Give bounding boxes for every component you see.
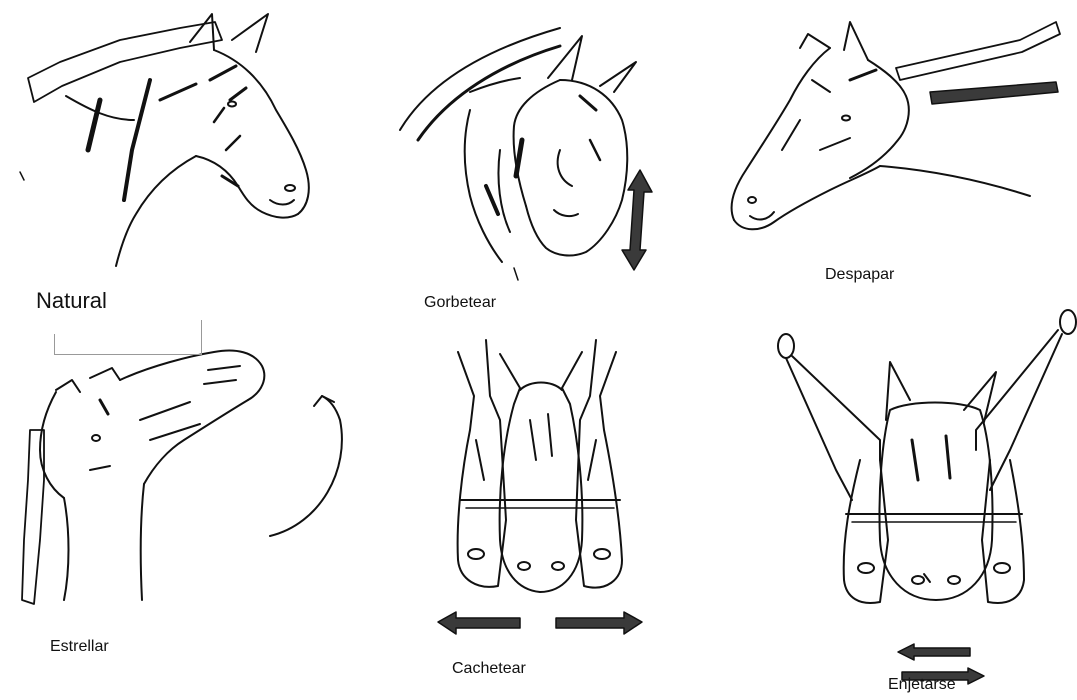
despapar-label: Despapar xyxy=(825,266,894,284)
gorbetear-label: Gorbetear xyxy=(424,294,496,312)
bracket-horizontal-line xyxy=(54,354,202,355)
natural-horse-head-drawing xyxy=(20,14,309,266)
enjetarse-horse-head-drawing xyxy=(778,310,1076,684)
cachetear-horse-head-drawing xyxy=(438,340,642,634)
despapar-horse-head-drawing xyxy=(732,22,1060,229)
bracket-right-line xyxy=(201,320,202,354)
bracket-left-line xyxy=(54,334,55,354)
cachetear-label: Cachetear xyxy=(452,660,526,678)
estrellar-label: Estrellar xyxy=(50,638,109,656)
natural-label: Natural xyxy=(36,288,107,314)
gorbetear-horse-head-drawing xyxy=(400,28,652,280)
estrellar-horse-head-drawing xyxy=(22,351,342,604)
enjetarse-label: Enjetarse xyxy=(888,676,956,694)
